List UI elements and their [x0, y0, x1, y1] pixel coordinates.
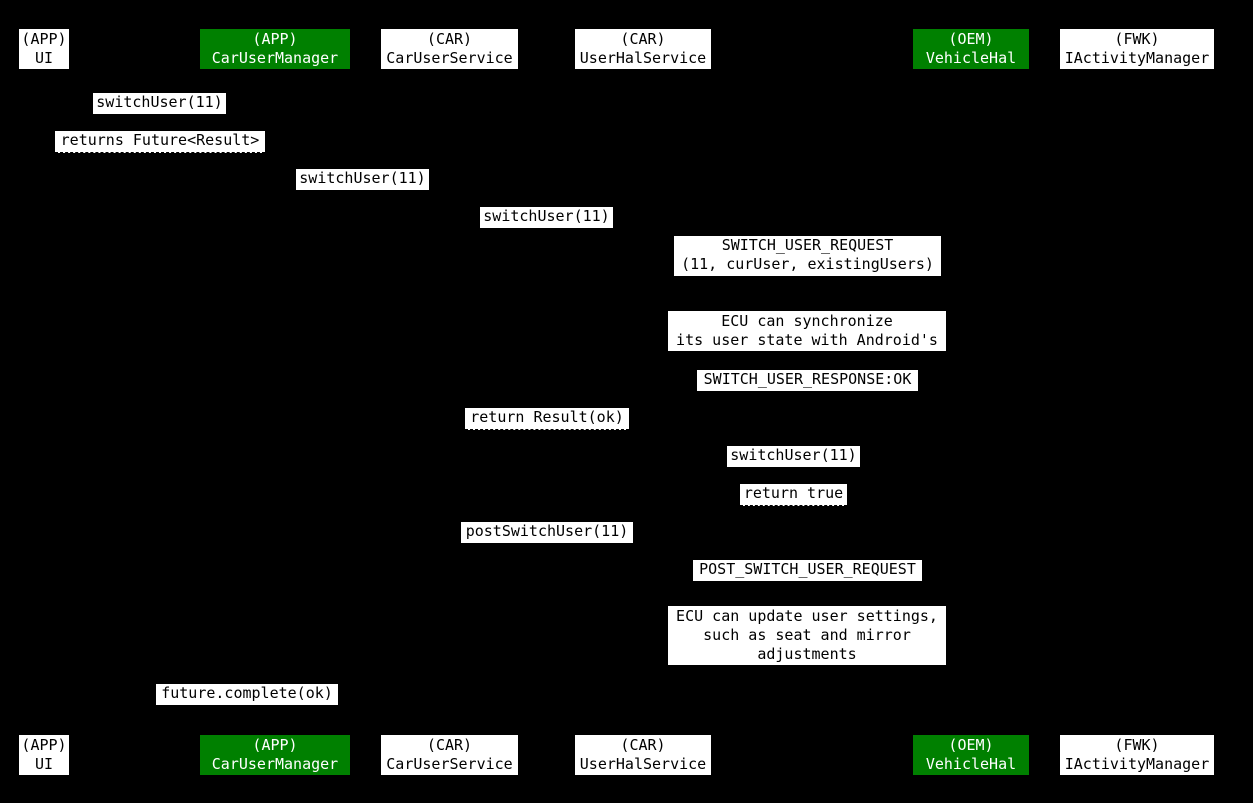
message-post-switch-user-request: POST_SWITCH_USER_REQUEST [693, 560, 922, 582]
actor-ui-bottom: (APP) UI [19, 735, 69, 775]
actor-vehiclehal-top: (OEM) VehicleHal [913, 29, 1029, 69]
actor-package: (APP) [252, 30, 298, 48]
actor-name: CarUserService [386, 49, 513, 67]
message-returns-future-result: returns Future<Result> [55, 131, 265, 153]
actor-package: (CAR) [426, 736, 473, 754]
actor-name: UI [34, 49, 54, 67]
actor-package: (FWK) [1114, 30, 1160, 48]
actor-package: (CAR) [426, 30, 473, 48]
actor-userhalservice-bottom: (CAR) UserHalService [575, 735, 711, 775]
actor-package: (CAR) [620, 736, 666, 754]
message-future-complete-ok: future.complete(ok) [156, 684, 338, 706]
actor-package: (APP) [21, 736, 67, 754]
actor-carusermanager-bottom: (APP) CarUserManager [200, 735, 350, 775]
actor-name: VehicleHal [925, 49, 1017, 67]
actor-name: UserHalService [579, 755, 707, 773]
message-switchuser-carusermanager-to-caruserservice: switchUser(11) [296, 169, 429, 191]
message-switchuser-ui-to-carusermanager: switchUser(11) [93, 93, 226, 115]
actor-package: (FWK) [1114, 736, 1160, 754]
actor-iactivitymanager-top: (FWK) IActivityManager [1060, 29, 1214, 69]
actor-name: UI [34, 755, 54, 773]
message-return-true: return true [740, 484, 847, 506]
actor-package: (OEM) [948, 30, 994, 48]
actor-package: (OEM) [948, 736, 994, 754]
actor-name: CarUserManager [211, 755, 339, 773]
actor-name: CarUserManager [211, 49, 339, 67]
actor-carusermanager-top: (APP) CarUserManager [200, 29, 350, 69]
actor-ui-top: (APP) UI [19, 29, 69, 69]
actor-name: CarUserService [386, 755, 513, 773]
note-ecu-update-settings: ECU can update user settings, such as se… [668, 606, 946, 665]
actor-userhalservice-top: (CAR) UserHalService [575, 29, 711, 69]
actor-caruserservice-bottom: (CAR) CarUserService [381, 735, 518, 775]
message-switch-user-response-ok: SWITCH_USER_RESPONSE:OK [697, 370, 918, 392]
actor-name: IActivityManager [1064, 755, 1210, 773]
actor-iactivitymanager-bottom: (FWK) IActivityManager [1060, 735, 1214, 775]
actor-name: IActivityManager [1064, 49, 1210, 67]
message-switch-user-request: SWITCH_USER_REQUEST (11, curUser, existi… [674, 236, 941, 277]
actor-package: (APP) [21, 30, 67, 48]
actor-name: VehicleHal [925, 755, 1017, 773]
note-ecu-synchronize: ECU can synchronize its user state with … [668, 311, 946, 351]
actor-name: UserHalService [579, 49, 707, 67]
actor-package: (CAR) [620, 30, 666, 48]
actor-package: (APP) [252, 736, 298, 754]
message-switchuser-caruserservice-to-iactivitymanager: switchUser(11) [727, 446, 860, 468]
message-postswitchuser: postSwitchUser(11) [461, 522, 633, 544]
message-switchuser-caruserservice-to-userhalservice: switchUser(11) [480, 207, 613, 229]
actor-caruserservice-top: (CAR) CarUserService [381, 29, 518, 69]
message-return-result-ok: return Result(ok) [465, 408, 629, 430]
actor-vehiclehal-bottom: (OEM) VehicleHal [913, 735, 1029, 775]
